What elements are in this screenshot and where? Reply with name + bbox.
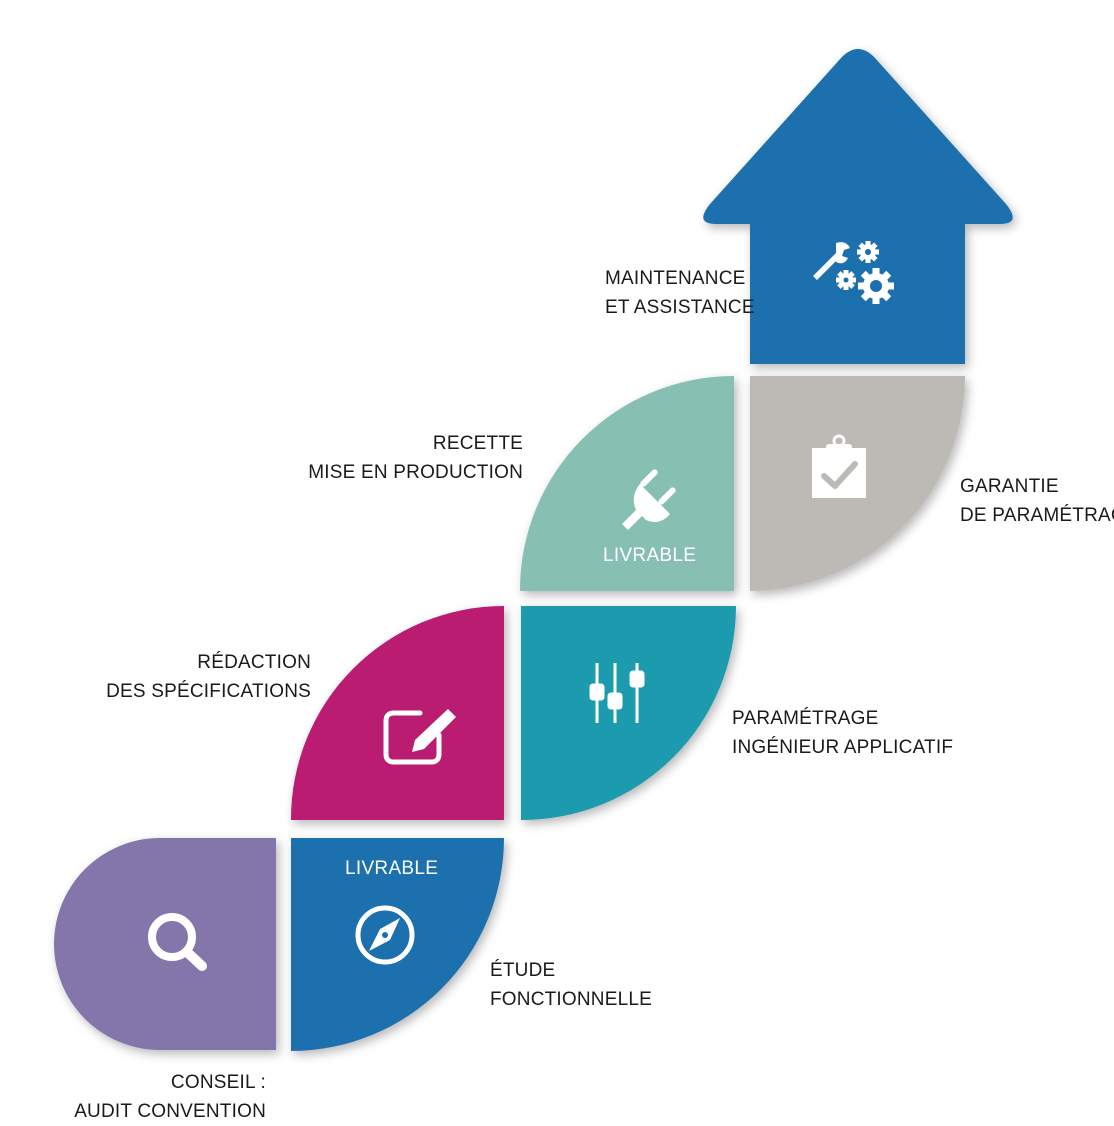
- parametrage-label: PARAMÉTRAGE INGÉNIEUR APPLICATIF: [732, 704, 953, 762]
- parametrage-label-line1: PARAMÉTRAGE: [732, 708, 879, 729]
- redaction-label-line1: RÉDACTION: [197, 652, 311, 673]
- maintenance-label-line1: MAINTENANCE: [605, 268, 746, 289]
- tools-gears-icon: [813, 241, 894, 304]
- etude-label-line1: ÉTUDE: [490, 960, 556, 981]
- maintenance-label-line2: ET ASSISTANCE: [605, 297, 755, 318]
- etude-label-line2: FONCTIONNELLE: [490, 989, 653, 1010]
- recette-label-line1: RECETTE: [432, 433, 523, 454]
- garantie-label-line2: DE PARAMÉTRAGE: [960, 505, 1114, 526]
- etude-livrable-badge: LIVRABLE: [345, 858, 439, 879]
- edit-icon: [383, 709, 456, 765]
- parametrage-shape: [521, 606, 736, 821]
- etude-shape: [291, 838, 504, 1051]
- conseil-label: CONSEIL : AUDIT CONVENTION: [74, 1068, 266, 1126]
- etude-label: ÉTUDE FONCTIONNELLE: [490, 956, 652, 1014]
- parametrage-label-line2: INGÉNIEUR APPLICATIF: [732, 737, 954, 758]
- redaction-label: RÉDACTION DES SPÉCIFICATIONS: [106, 648, 311, 706]
- recette-label: RECETTE MISE EN PRODUCTION: [308, 429, 523, 487]
- maintenance-label: MAINTENANCE ET ASSISTANCE: [605, 264, 755, 322]
- conseil-label-line1: CONSEIL :: [170, 1072, 266, 1093]
- recette-label-line2: MISE EN PRODUCTION: [308, 462, 523, 483]
- clipboard-check-icon: [812, 434, 866, 498]
- garantie-label-line1: GARANTIE: [960, 476, 1059, 497]
- garantie-label: GARANTIE DE PARAMÉTRAGE: [960, 472, 1114, 530]
- magnifier-icon: [148, 913, 207, 971]
- conseil-label-line2: AUDIT CONVENTION: [74, 1101, 266, 1122]
- plug-icon: [622, 469, 676, 530]
- recette-livrable-badge: LIVRABLE: [603, 545, 697, 566]
- sliders-icon: [589, 663, 645, 723]
- redaction-label-line2: DES SPÉCIFICATIONS: [106, 681, 311, 702]
- conseil-shape: [54, 838, 276, 1050]
- maintenance-shape: [703, 49, 1013, 364]
- compass-icon: [355, 905, 415, 965]
- recette-shape: [519, 375, 734, 591]
